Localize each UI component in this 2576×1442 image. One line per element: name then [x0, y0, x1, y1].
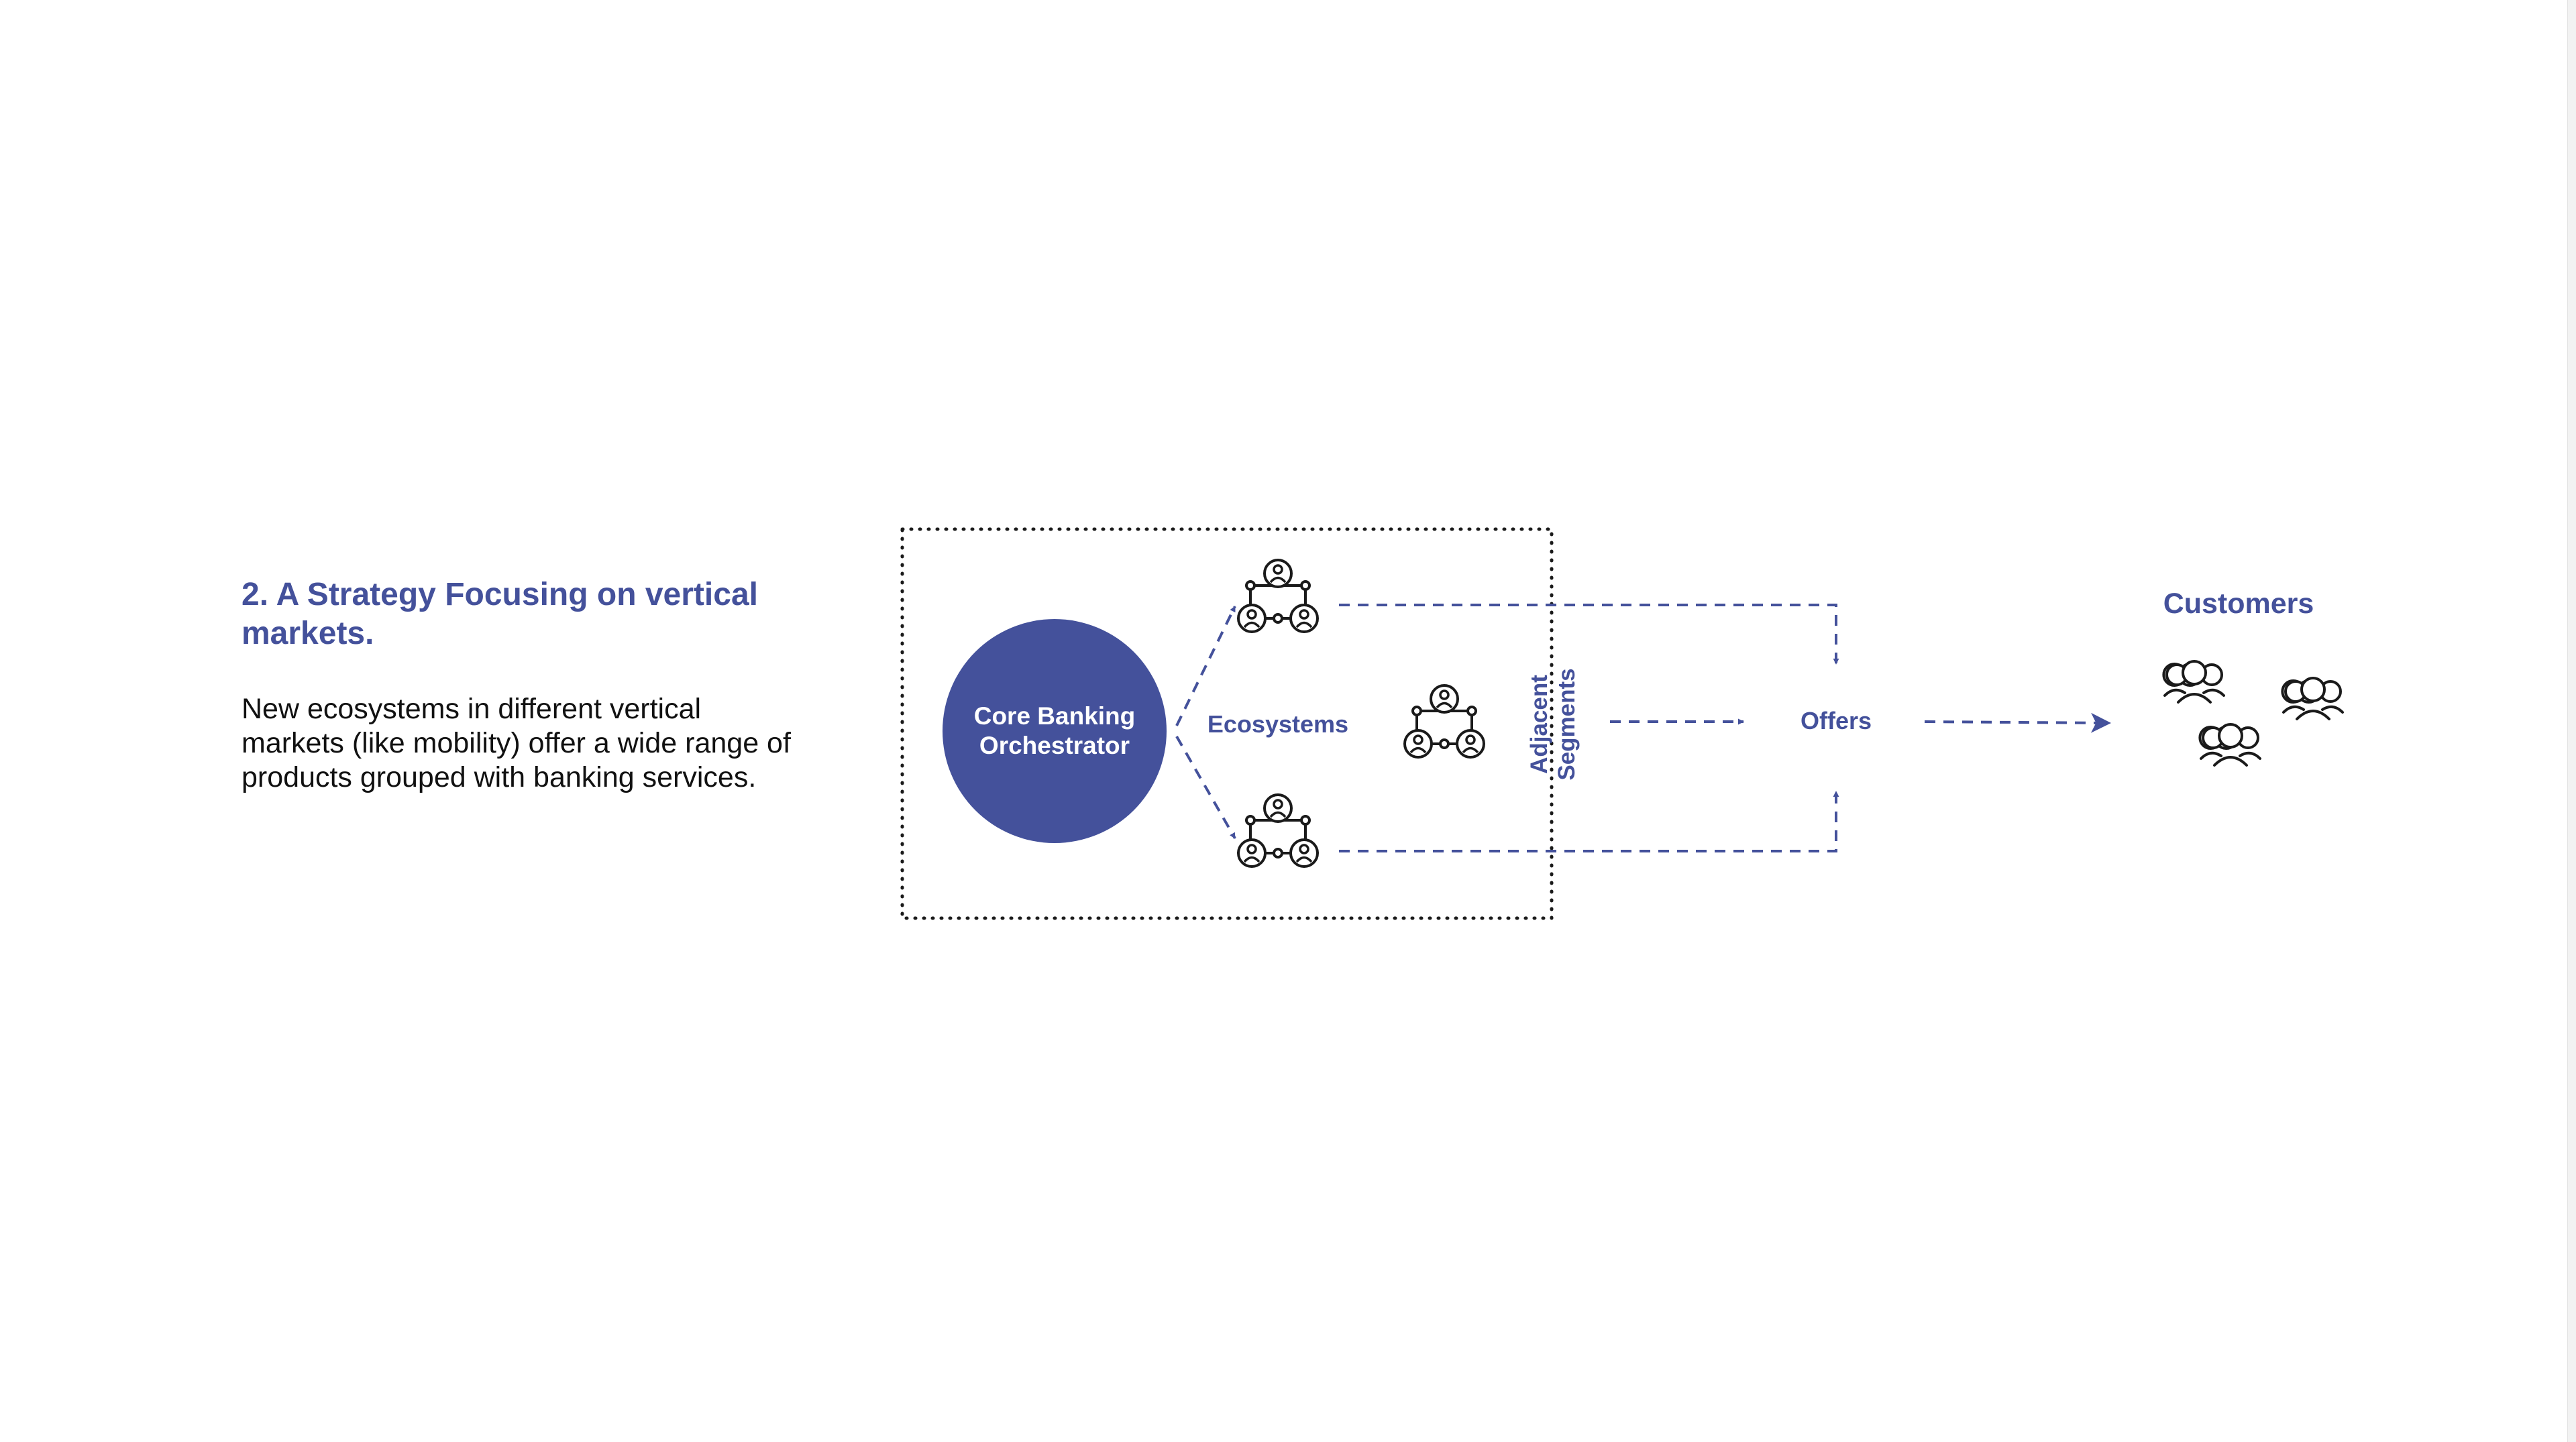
section-title: 2. A Strategy Focusing on vertical marke… — [241, 577, 758, 651]
core-banking-orchestrator-node — [943, 619, 1167, 843]
offers-label: Offers — [1801, 707, 1872, 734]
customer-group-icon — [2198, 723, 2261, 767]
arrow-top-ecosystem-to-offers — [1339, 604, 1839, 665]
customers-label: Customers — [2163, 588, 2314, 620]
ecosystems-label: Ecosystems — [1208, 710, 1348, 738]
scrollbar[interactable] — [2567, 0, 2576, 1442]
arrow-core-to-top-ecosystem — [1175, 606, 1236, 726]
orchestrator-label: Orchestrator — [979, 732, 1130, 759]
ecosystem-network-icon — [1403, 684, 1485, 759]
adjacent-label: Adjacent — [1526, 675, 1552, 774]
arrow-offers-to-customers — [1924, 712, 2111, 733]
core-banking-label: Core Banking — [974, 702, 1136, 730]
arrow-core-to-bottom-ecosystem — [1175, 736, 1236, 839]
ecosystem-network-icon — [1237, 559, 1319, 633]
customer-group-icon — [2281, 677, 2344, 720]
segments-label: Segments — [1554, 668, 1580, 780]
orchestrator-boundary — [900, 527, 1554, 920]
arrow-bottom-ecosystem-to-offers — [1339, 791, 1839, 852]
section-description: New ecosystems in different vertical mar… — [241, 693, 791, 793]
ecosystem-network-icon — [1237, 793, 1319, 868]
customer-group-icon — [2162, 660, 2225, 704]
